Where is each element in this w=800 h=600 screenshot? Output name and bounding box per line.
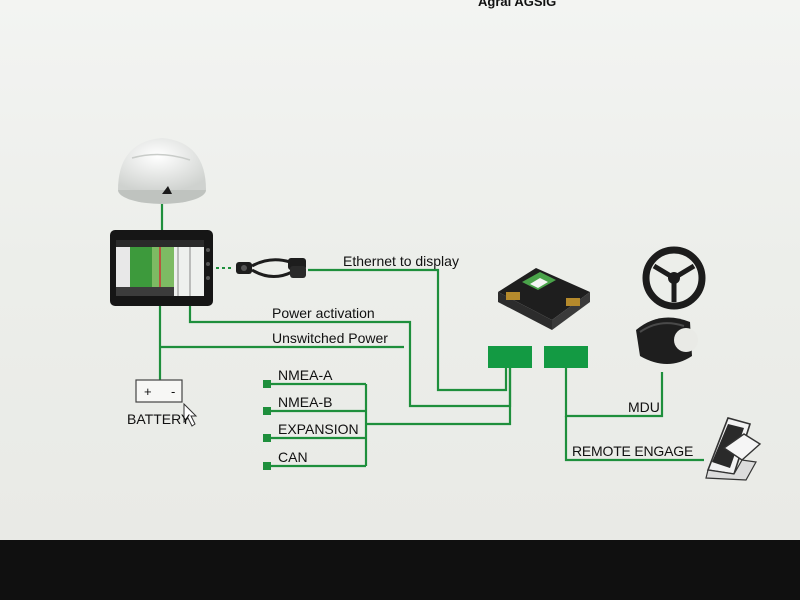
- motor-drive-unit-icon: [636, 317, 698, 364]
- mdu-wire: [564, 368, 664, 418]
- ethernet-wire: [308, 268, 508, 392]
- can-pin: [263, 462, 271, 470]
- header-fragment: Agrai AGSIG: [478, 0, 556, 9]
- label-unswitched-power: Unswitched Power: [272, 330, 388, 346]
- label-mdu: MDU: [628, 399, 660, 415]
- controller-ecu-icon: [498, 268, 590, 330]
- remote-engage-wire: [564, 416, 704, 462]
- label-remote-engage: REMOTE ENGAGE: [572, 443, 693, 459]
- gps-antenna-icon: [118, 138, 206, 204]
- label-nmea-a: NMEA-A: [278, 367, 333, 383]
- remote-engage-footswitch-icon: [705, 417, 762, 481]
- expansion-pin: [263, 434, 271, 442]
- steering-wheel-icon: [642, 246, 706, 310]
- label-battery: BATTERY: [127, 411, 191, 427]
- mouse-cursor-icon: [183, 402, 198, 427]
- display-terminal-icon: [110, 230, 213, 306]
- battery-minus-symbol: -: [171, 384, 175, 399]
- label-can: CAN: [278, 449, 308, 465]
- label-expansion: EXPANSION: [278, 421, 359, 437]
- battery-icon: + -: [135, 379, 183, 403]
- harness-connector-right: [544, 346, 588, 368]
- harness-connector-left: [488, 346, 532, 368]
- label-ethernet: Ethernet to display: [343, 253, 459, 269]
- label-power-activation: Power activation: [272, 305, 375, 321]
- label-nmea-b: NMEA-B: [278, 394, 332, 410]
- harness-expansion-wire: [366, 368, 512, 426]
- ethernet-adapter-cable-icon: [236, 258, 306, 278]
- monitor-bezel: [0, 540, 800, 600]
- battery-plus-symbol: +: [144, 384, 152, 399]
- nmea-a-pin: [263, 380, 271, 388]
- nmea-b-pin: [263, 407, 271, 415]
